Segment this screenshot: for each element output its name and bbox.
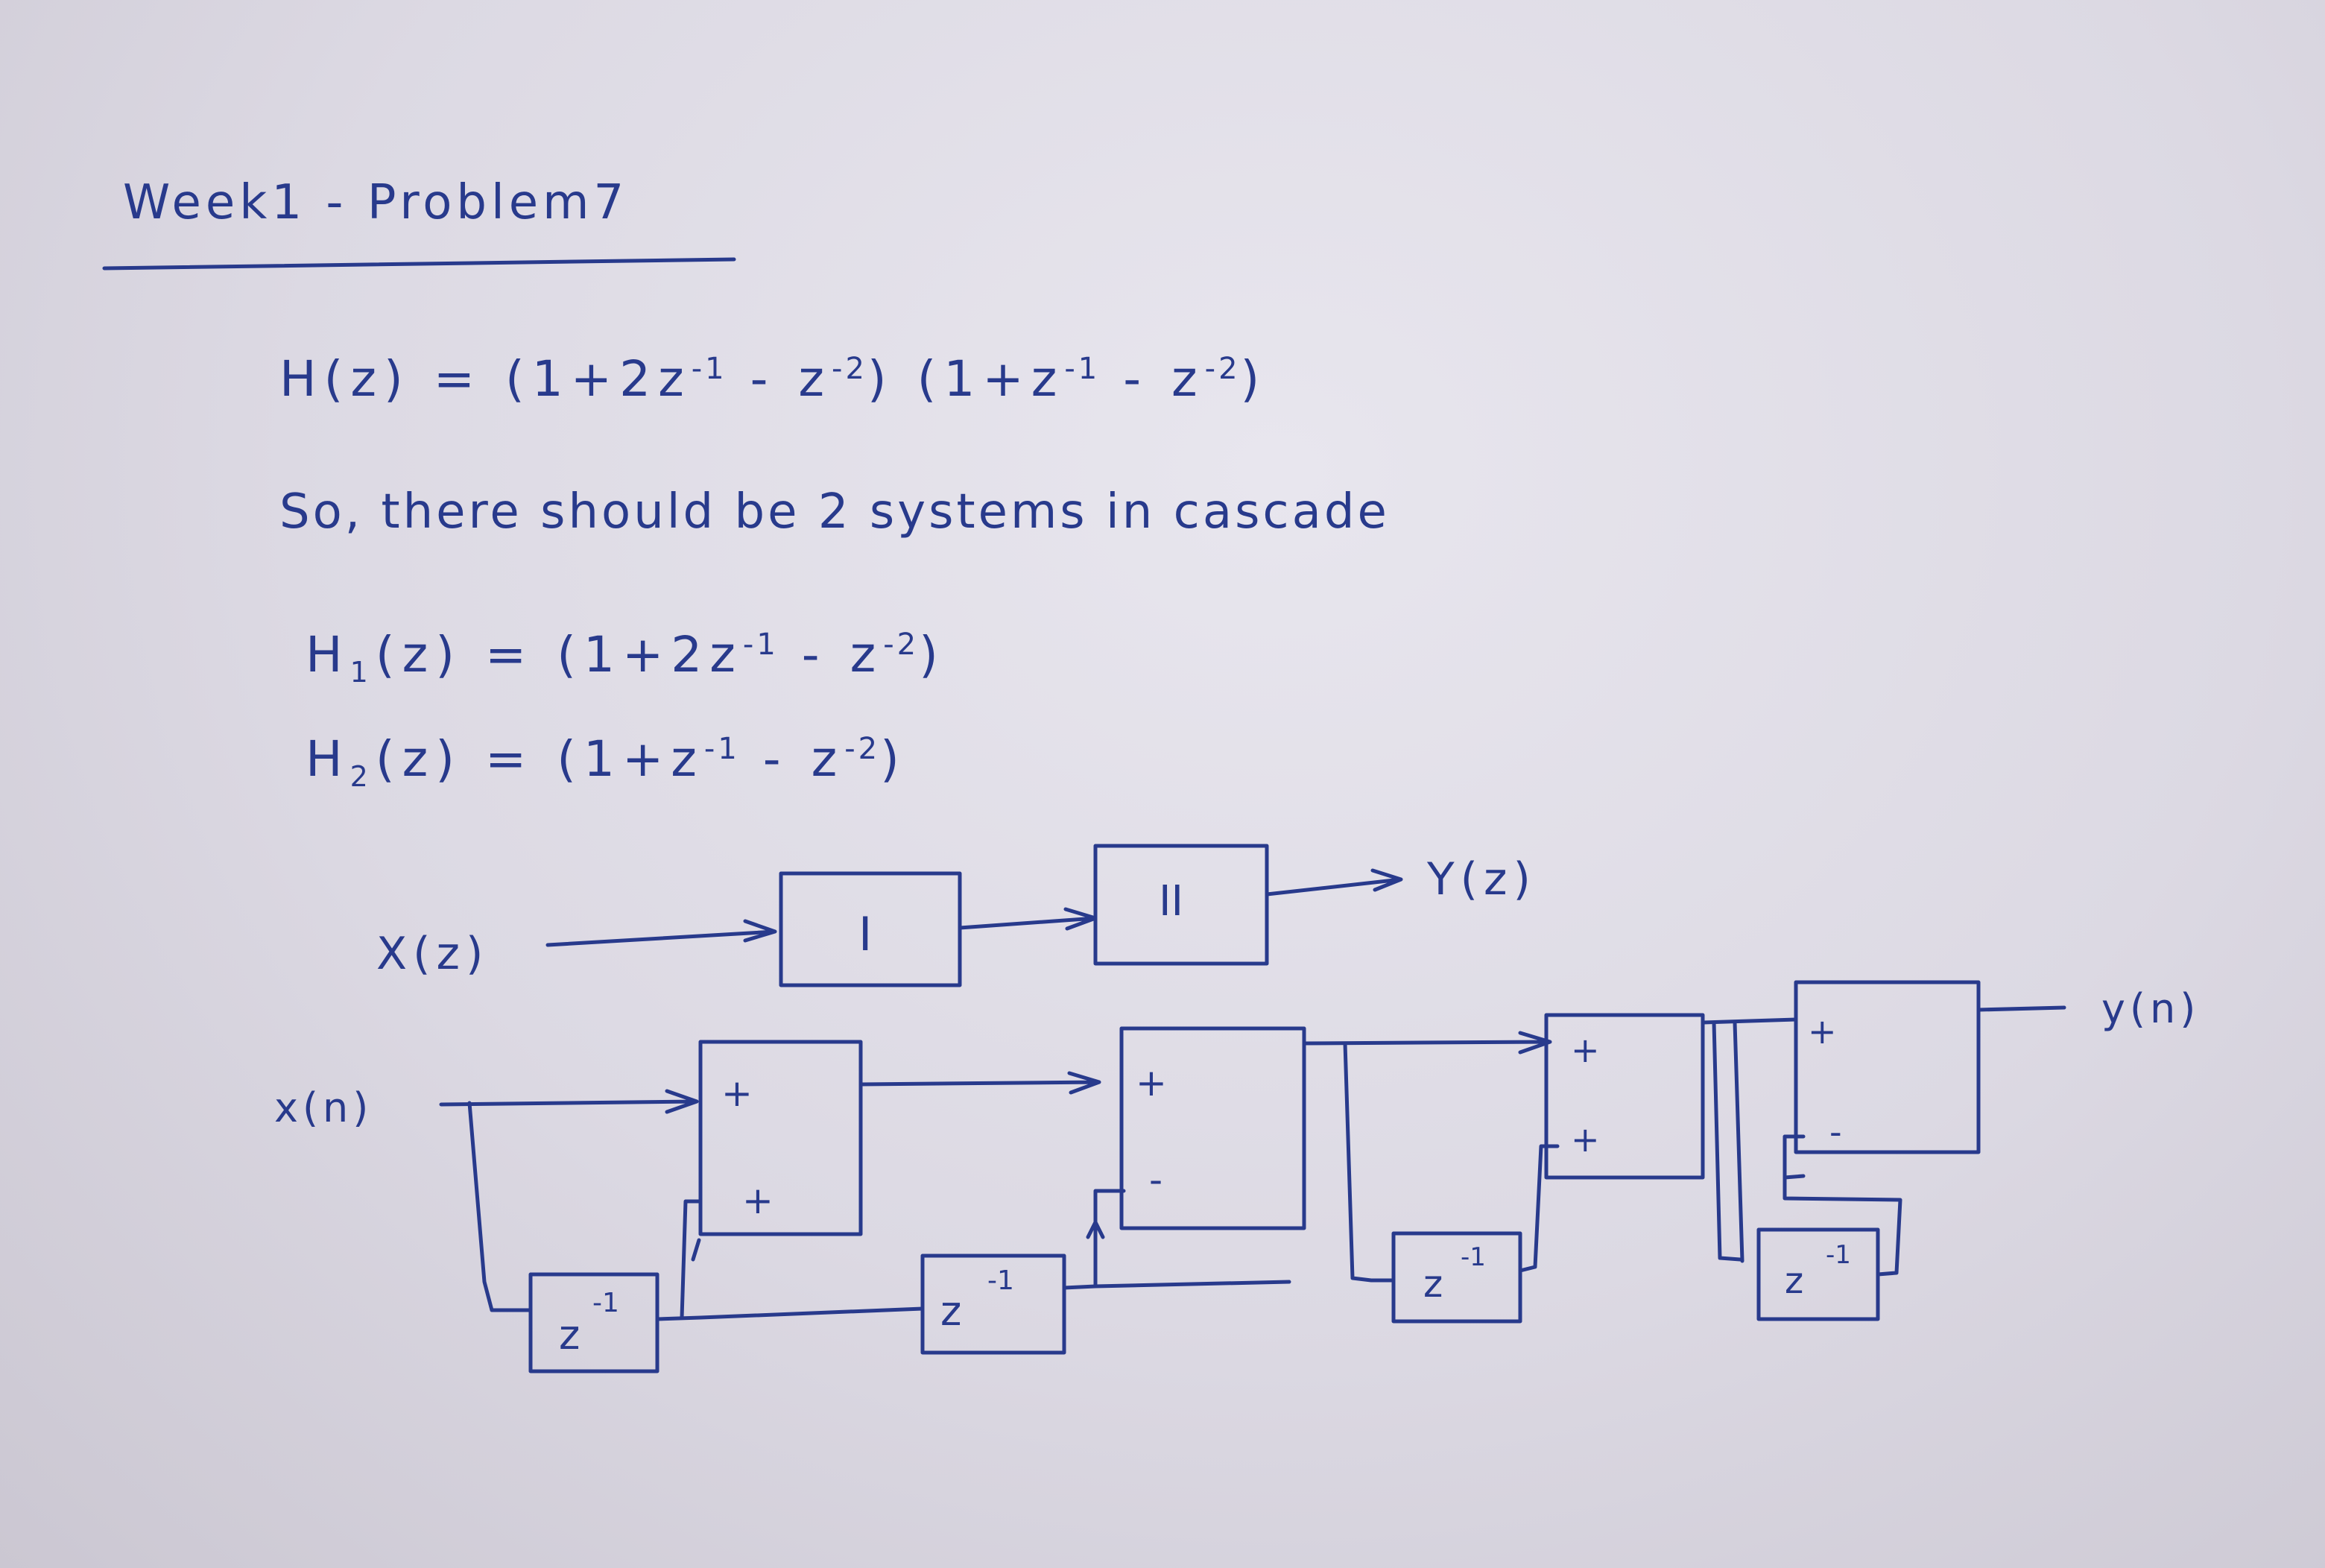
delay-2 [920, 1254, 1066, 1355]
delay-1 [528, 1272, 659, 1373]
adder-2 [1119, 1026, 1306, 1230]
delay-1-z: z [559, 1312, 580, 1359]
block-two [1093, 844, 1269, 966]
output-label: Y(z) [1426, 853, 1537, 905]
cascade-diagram: I II X(z) Y(z) [376, 844, 1537, 987]
delay-3 [1391, 1231, 1522, 1324]
adder-4-plus: + [1808, 1011, 1837, 1052]
input-arrow [545, 919, 777, 947]
adder-2-plus: + [1136, 1061, 1167, 1104]
delay-4 [1756, 1227, 1880, 1321]
cascade-statement: So, there should be 2 systems in cascade [279, 484, 1390, 540]
h2-equation: H2(z) = (1+z-1 - z-2) [306, 730, 907, 794]
adder-3-plus-top: + [1571, 1030, 1600, 1070]
delay-3-exp: -1 [1461, 1242, 1486, 1272]
yn-label: y(n) [2101, 985, 2200, 1032]
page-title: Week1 - Problem7 [123, 175, 629, 230]
adder-4 [1794, 980, 1981, 1154]
adder-2-minus: - [1149, 1158, 1162, 1201]
realization-diagram: x(n) y(n) + + z -1 z -1 [274, 980, 2200, 1373]
delay-3-z: z [1423, 1262, 1443, 1306]
delay-2-exp: -1 [987, 1265, 1014, 1296]
adder-3 [1544, 1013, 1705, 1180]
adder-4-minus: - [1829, 1112, 1842, 1152]
connector-arrow [958, 907, 1098, 931]
delay-1-exp: -1 [592, 1288, 619, 1318]
adder-1 [698, 1040, 863, 1236]
block-one-label: I [858, 907, 872, 961]
adder-3-plus-bottom: + [1571, 1119, 1600, 1160]
xn-label: x(n) [274, 1084, 373, 1131]
block-two-label: II [1159, 877, 1183, 926]
delay-4-z: z [1785, 1260, 1803, 1302]
delay-2-z: z [940, 1288, 961, 1335]
adder-1-plus-top: + [721, 1072, 753, 1115]
delay-4-exp: -1 [1826, 1240, 1851, 1270]
input-label: X(z) [376, 928, 489, 980]
h-equation: H(z) = (1+2z-1 - z-2) (1+z-1 - z-2) [279, 350, 1268, 408]
output-arrow [1265, 868, 1403, 897]
h1-equation: H1(z) = (1+2z-1 - z-2) [306, 626, 946, 689]
adder-1-plus-bottom: + [742, 1179, 774, 1222]
